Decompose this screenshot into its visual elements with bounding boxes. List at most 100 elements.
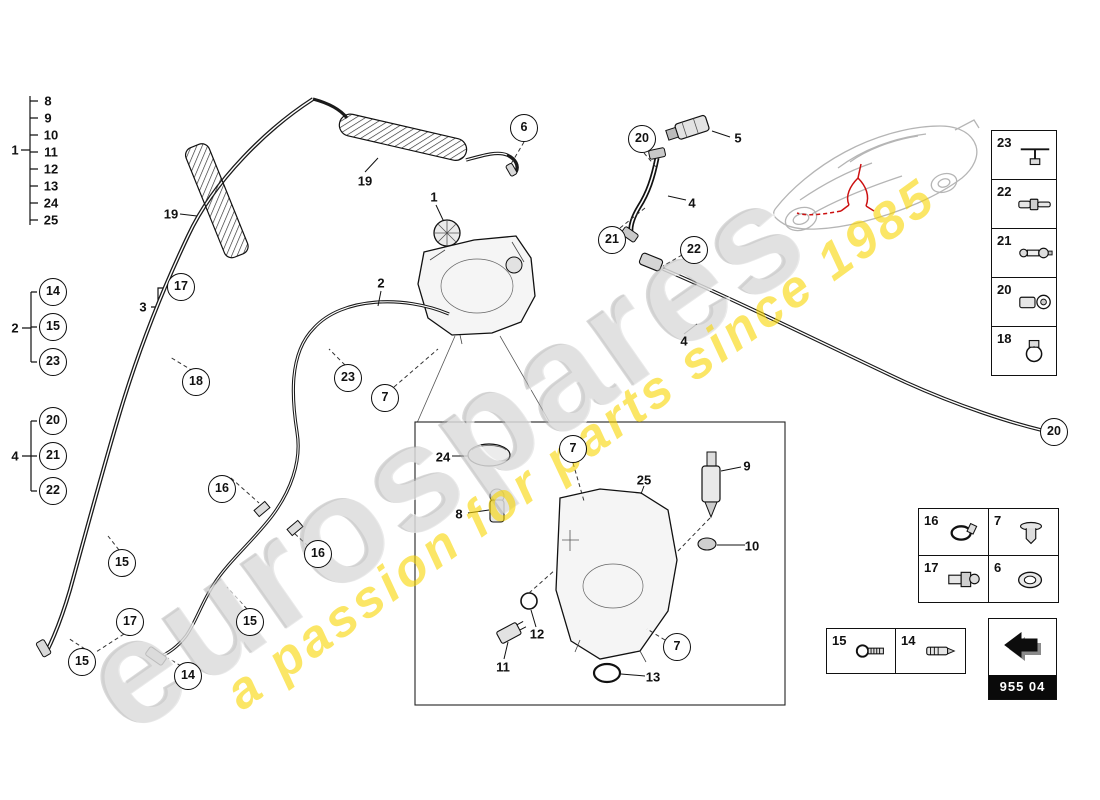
part-number: 22 [997, 184, 1012, 199]
part-label-19: 19 [163, 206, 179, 222]
part-box-17[interactable]: 17 [919, 556, 989, 603]
hose-clamp-icon [945, 518, 983, 546]
screw-icon [853, 637, 891, 665]
part-label-9: 9 [44, 110, 52, 126]
part-box-14[interactable]: 14 [896, 629, 965, 673]
clamp-icon [1016, 337, 1054, 365]
elbow-connector-icon [945, 565, 983, 593]
part-number: 23 [997, 135, 1012, 150]
trim-strip-19 [179, 143, 249, 259]
hose-sleeve-19 [312, 97, 519, 177]
part-number: 16 [924, 513, 939, 528]
part-number: 6 [994, 560, 1002, 575]
seal-13 [592, 662, 646, 684]
coupling-icon [922, 637, 960, 665]
callout-14[interactable]: 14 [39, 278, 67, 306]
callout-14[interactable]: 14 [174, 662, 202, 690]
part-box-7[interactable]: 7 [989, 509, 1059, 556]
washer-pump-9 [675, 451, 742, 554]
part-label-3: 3 [139, 299, 147, 315]
callout-15[interactable]: 15 [68, 648, 96, 676]
car-sketch [773, 119, 980, 232]
part-label-4: 4 [680, 333, 688, 349]
part-label-1: 1 [430, 189, 438, 205]
part-number: 20 [997, 282, 1012, 297]
washer-hose-2 [145, 290, 450, 666]
part-number: 15 [832, 633, 847, 648]
diagram-code-box: 955 04 [988, 618, 1057, 700]
part-label-19: 19 [357, 173, 373, 189]
part-label-10: 10 [744, 538, 760, 554]
callout-17[interactable]: 17 [116, 608, 144, 636]
part-box-21[interactable]: 21 [991, 229, 1057, 278]
part-label-10: 10 [43, 127, 59, 143]
part-label-2: 2 [377, 275, 385, 291]
part-box-23[interactable]: 23 [991, 131, 1057, 180]
part-number: 7 [994, 513, 1002, 528]
callout-23[interactable]: 23 [334, 364, 362, 392]
part-label-11: 11 [496, 659, 510, 675]
part-label-24: 24 [43, 195, 59, 211]
direction-arrow-icon [989, 619, 1056, 675]
callout-20[interactable]: 20 [1040, 418, 1068, 446]
part-number: 21 [997, 233, 1012, 248]
grommet-icon [1012, 565, 1050, 593]
part-label-8: 8 [44, 93, 52, 109]
grommet-10 [697, 537, 745, 551]
connector-5 [665, 114, 731, 141]
part-label-13: 13 [43, 178, 59, 194]
callout-16[interactable]: 16 [208, 475, 236, 503]
callout-leader-lines [67, 141, 683, 667]
part-box-22[interactable]: 22 [991, 180, 1057, 229]
callout-15[interactable]: 15 [108, 549, 136, 577]
callout-22[interactable]: 22 [680, 236, 708, 264]
callout-23[interactable]: 23 [39, 348, 67, 376]
callout-16[interactable]: 16 [304, 540, 332, 568]
part-label-12: 12 [529, 626, 545, 642]
callout-18[interactable]: 18 [182, 368, 210, 396]
hose-connector-icon [1016, 190, 1054, 218]
hose-left-long [35, 97, 315, 658]
pump-grommet-icon [1016, 288, 1054, 316]
callout-22[interactable]: 22 [39, 477, 67, 505]
level-sensor-11-12 [496, 569, 556, 660]
washer-reservoir-25 [555, 485, 678, 663]
fastener-parts-grid: 16 7 17 6 [918, 508, 1059, 603]
bottom-parts-row: 15 14 [826, 628, 966, 674]
callout-15[interactable]: 15 [39, 313, 67, 341]
part-box-18[interactable]: 18 [991, 327, 1057, 376]
part-box-15[interactable]: 15 [827, 629, 896, 673]
part-label-2: 2 [11, 320, 19, 336]
callout-6[interactable]: 6 [510, 114, 538, 142]
rivet-icon [1012, 518, 1050, 546]
cable-clip-icon [1016, 141, 1054, 169]
callout-20[interactable]: 20 [628, 125, 656, 153]
part-label-25: 25 [636, 472, 652, 488]
callout-15[interactable]: 15 [236, 608, 264, 636]
callout-7[interactable]: 7 [663, 633, 691, 661]
part-number: 18 [997, 331, 1012, 346]
part-label-4: 4 [11, 448, 19, 464]
callout-21[interactable]: 21 [39, 442, 67, 470]
part-box-6[interactable]: 6 [989, 556, 1059, 603]
washer-reservoir-main [416, 204, 588, 488]
valve-icon [1016, 239, 1054, 267]
part-label-12: 12 [43, 161, 59, 177]
callout-7[interactable]: 7 [371, 384, 399, 412]
part-label-8: 8 [455, 506, 463, 522]
callout-20[interactable]: 20 [39, 407, 67, 435]
part-number: 17 [924, 560, 939, 575]
callout-7[interactable]: 7 [559, 435, 587, 463]
part-box-20[interactable]: 20 [991, 278, 1057, 327]
car-washer-route-highlight [796, 163, 875, 216]
part-label-9: 9 [743, 458, 751, 474]
hose-4-top [620, 147, 687, 243]
callout-21[interactable]: 21 [598, 226, 626, 254]
callout-17[interactable]: 17 [167, 273, 195, 301]
part-label-5: 5 [734, 130, 742, 146]
part-box-16[interactable]: 16 [919, 509, 989, 556]
reservoir-detail-box [414, 421, 786, 706]
part-label-24: 24 [435, 449, 451, 465]
